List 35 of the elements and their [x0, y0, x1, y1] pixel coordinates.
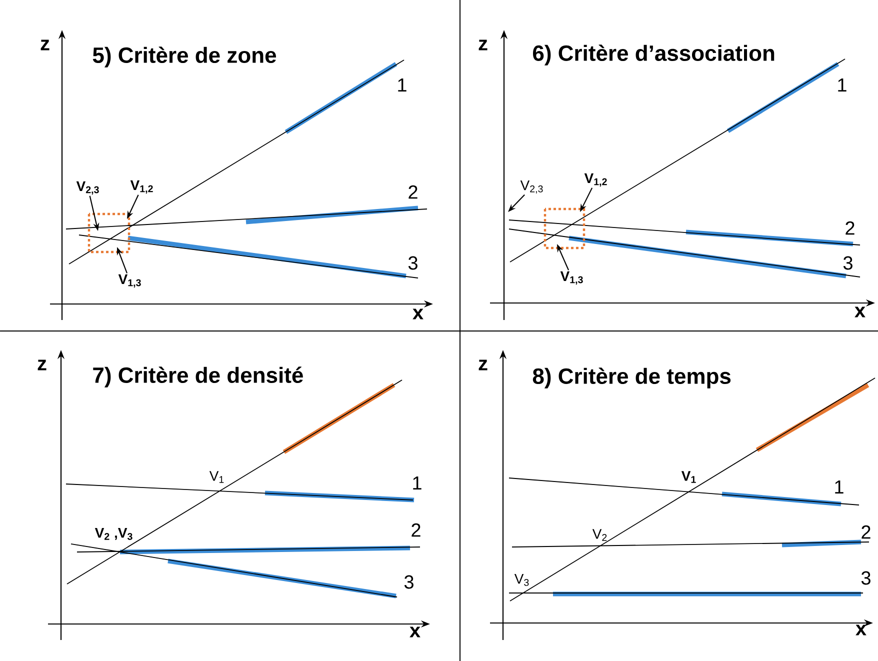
track-number: 1 [413, 476, 422, 490]
track-number: 2 [408, 185, 418, 199]
axis-label: z [40, 40, 50, 50]
vertex-label: V$_{2}$ ,V$_{3}$ [94, 528, 132, 540]
track-number: 3 [861, 571, 870, 585]
axis-label: x [410, 626, 420, 638]
track-number: 1 [398, 78, 406, 92]
panel-title: 6) Critère d’association [533, 44, 774, 66]
track-number: 1 [838, 78, 846, 92]
vertex-label: V$_{1,3}$ [560, 271, 583, 285]
vertex-label: V$_{1}$ [681, 471, 696, 483]
track-number: 2 [412, 523, 420, 537]
axis-label: x [412, 308, 424, 320]
axis-label: z [478, 360, 488, 370]
vertex-label: V$_{1,2}$ [130, 180, 153, 194]
track-number: 3 [404, 575, 414, 589]
axis-label: x [854, 306, 866, 318]
track-number: 1 [835, 480, 844, 494]
vertex-label: V$_{2,3}$ [76, 181, 99, 195]
vertex-label: V$_{1,2}$ [584, 173, 607, 187]
vertex-label: V$_{3}$ [514, 574, 529, 586]
track-number: 3 [843, 256, 852, 270]
panel-title: 7) Critère de densité [93, 366, 303, 388]
vertex-label: V$_{1}$ [209, 471, 224, 483]
vertex-label: V$_{1,3}$ [118, 274, 141, 288]
vertex-label: V$_{2,3}$ [520, 180, 543, 194]
track-number: 3 [408, 256, 418, 270]
panel-title: 8) Critère de temps [532, 368, 731, 388]
axis-label: z [38, 360, 46, 370]
vertex-label: V$_{2}$ [592, 529, 607, 541]
axis-label: x [856, 624, 866, 636]
track-number: 2 [846, 221, 854, 235]
panel-title: 5) Critère de zone [92, 46, 276, 68]
track-number: 2 [862, 525, 870, 539]
axis-label: z [478, 40, 488, 50]
